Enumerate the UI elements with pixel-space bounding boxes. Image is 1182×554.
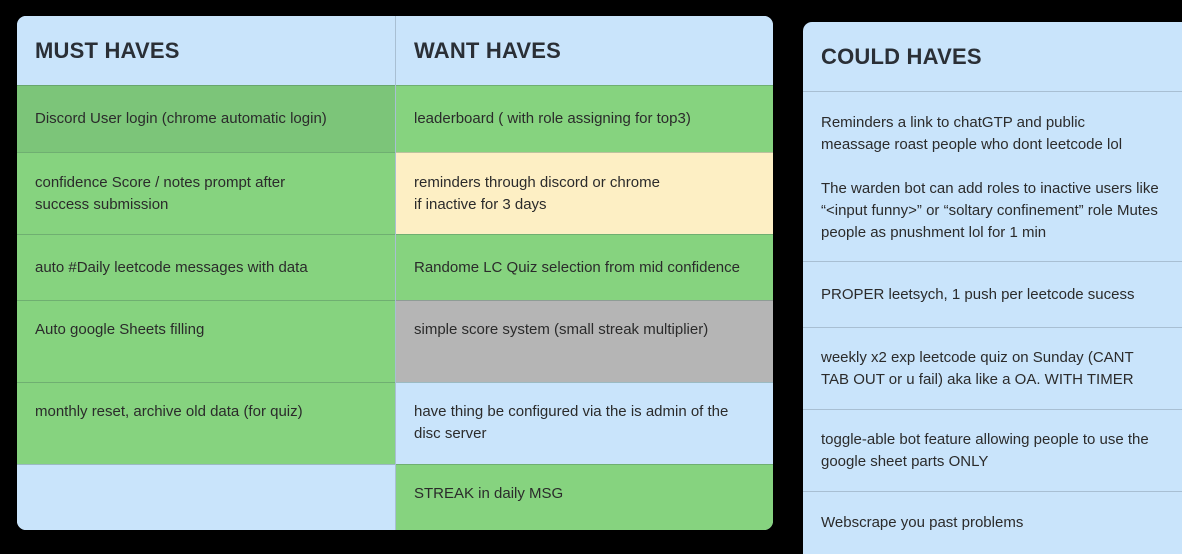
want-item-reminders[interactable]: reminders through discord or chrome if i… (396, 152, 773, 234)
must-item-daily-messages[interactable]: auto #Daily leetcode messages with data (17, 234, 395, 300)
want-item-streak[interactable]: STREAK in daily MSG (396, 464, 773, 530)
could-item-weekly-quiz[interactable]: weekly x2 exp leetcode quiz on Sunday (C… (803, 327, 1182, 409)
must-haves-header[interactable]: MUST HAVES (17, 16, 395, 85)
could-item-leetsych[interactable]: PROPER leetsych, 1 push per leetcode suc… (803, 261, 1182, 327)
must-item-empty[interactable] (17, 464, 395, 530)
could-haves-header[interactable]: COULD HAVES (821, 43, 982, 69)
want-item-admin-config[interactable]: have thing be configured via the is admi… (396, 382, 773, 464)
want-item-score-system[interactable]: simple score system (small streak multip… (396, 300, 773, 382)
want-item-reminders-line-1: reminders through discord or chrome (414, 173, 660, 191)
could-item-reminders-roast[interactable]: Reminders a link to chatGTP and public m… (803, 91, 1182, 261)
could-item-reminders-roast-text: Reminders a link to chatGTP and public m… (821, 114, 1123, 153)
must-item-confidence-score-text: confidence Score / notes prompt after su… (35, 173, 286, 213)
could-haves-table: COULD HAVES Reminders a link to chatGTP … (803, 22, 1182, 554)
want-haves-header[interactable]: WANT HAVES (396, 16, 773, 85)
must-item-discord-login[interactable]: Discord User login (chrome automatic log… (17, 85, 395, 152)
could-haves-column: COULD HAVES Reminders a link to chatGTP … (803, 22, 1182, 554)
could-item-webscrape[interactable]: Webscrape you past problems (803, 491, 1182, 554)
want-item-leaderboard[interactable]: leaderboard ( with role assigning for to… (396, 85, 773, 152)
want-haves-column: WANT HAVES leaderboard ( with role assig… (395, 16, 773, 530)
want-item-reminders-line-2: if inactive for 3 days (414, 195, 547, 213)
could-item-toggle-bot-text: toggle-able bot feature allowing people … (821, 430, 1149, 470)
must-item-monthly-reset[interactable]: monthly reset, archive old data (for qui… (17, 382, 395, 464)
could-item-warden-bot-text: The warden bot can add roles to inactive… (821, 180, 1159, 241)
could-item-toggle-bot[interactable]: toggle-able bot feature allowing people … (803, 409, 1182, 491)
want-item-random-quiz[interactable]: Randome LC Quiz selection from mid confi… (396, 234, 773, 300)
must-item-confidence-score[interactable]: confidence Score / notes prompt after su… (17, 152, 395, 234)
must-item-sheets-filling[interactable]: Auto google Sheets filling (17, 300, 395, 382)
must-haves-column: MUST HAVES Discord User login (chrome au… (17, 16, 395, 530)
must-want-table: MUST HAVES Discord User login (chrome au… (17, 16, 773, 530)
could-item-weekly-quiz-text: weekly x2 exp leetcode quiz on Sunday (C… (821, 348, 1134, 388)
want-item-admin-config-text: have thing be configured via the is admi… (414, 403, 729, 442)
